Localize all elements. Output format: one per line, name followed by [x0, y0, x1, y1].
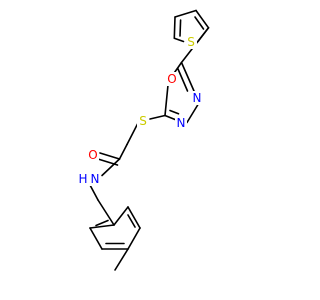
atom-n4-oxadiazole: N: [193, 91, 202, 105]
atom-n-amide-background: [89, 172, 101, 186]
atom-n4-oxadiazole-background: [191, 91, 203, 105]
atom-s-thiophene-background: [185, 35, 197, 49]
atom-o-carbonyl: O: [88, 148, 97, 162]
bond-oxadiazole-c2-n3-double: [169, 109, 180, 115]
bond-benzene-c5-c6: [89, 227, 103, 250]
atom-o-oxadiazole: O: [167, 72, 176, 86]
atom-n3-oxadiazole-background: [175, 116, 187, 130]
molecule-structure-diagram: S O N N S O N H: [0, 0, 300, 300]
bond-s-thioether-ch2: [126, 123, 139, 146]
bond-thiophene-s-c5: [173, 37, 185, 43]
bond-c2-s-thioether: [149, 114, 166, 120]
atom-s-thioether-background: [137, 114, 149, 128]
bond-benzene-c2-c3: [127, 206, 141, 229]
bond-thiophene-c3-c2-double: [194, 16, 205, 30]
bonds: [89, 9, 210, 271]
bond-ch2-ring: [97, 199, 115, 226]
bond-methyl: [114, 248, 129, 271]
bond-thiophene-c4-c3: [174, 9, 197, 18]
bond-benzene-c6-c1: [89, 224, 115, 229]
bond-oxadiazole-n4-c5-double: [177, 67, 189, 92]
atom-labels: S O N N S O N H: [77, 35, 203, 186]
bond-carbonyl-n: [101, 158, 121, 177]
atom-o-oxadiazole-background: [166, 72, 178, 86]
atom-s-thiophene: S: [187, 35, 195, 49]
bond-thiophene-c5-c4-double: [179, 19, 182, 37]
bond-carbonyl-o: [99, 152, 121, 160]
atom-h-amide-background: [77, 172, 89, 186]
bond-oxadiazole-o1-c2: [164, 84, 169, 117]
bond-thiophene-c5-c4: [173, 16, 176, 40]
bond-oxadiazole-n4-c5: [180, 61, 195, 92]
atom-s-thioether: S: [139, 114, 147, 128]
bond-ch2-carbonyl: [118, 143, 128, 160]
bond-benzene-c3-c4: [127, 227, 141, 250]
bond-oxadiazole-n3-n4: [186, 103, 199, 124]
bond-n-ch2: [89, 184, 99, 201]
bond-benzene-c6-c1-double: [95, 219, 109, 227]
bond-benzene-c2-c3-double: [127, 214, 136, 228]
atom-n3-oxadiazole: N: [177, 116, 186, 130]
atom-n-amide: N: [91, 172, 100, 186]
atom-o-carbonyl-background: [87, 148, 99, 162]
bond-oxadiazole-c5-o1: [173, 61, 183, 74]
atom-h-amide: H: [78, 172, 87, 186]
bond-benzene-c1-c2: [113, 206, 129, 226]
bond-thiophene-c3-c2: [195, 9, 210, 29]
background: [0, 0, 300, 300]
